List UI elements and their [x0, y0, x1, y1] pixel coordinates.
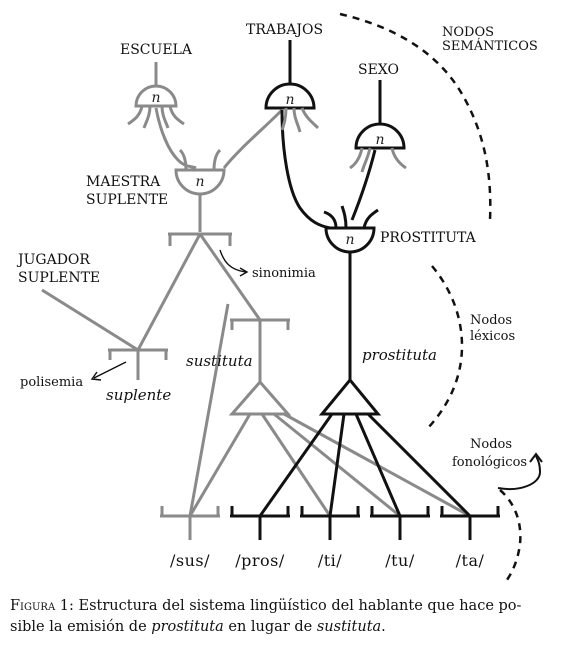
- label-polisemia: polisemia: [20, 375, 83, 390]
- node-trabajos: n: [264, 40, 320, 133]
- phon-node-sus: [160, 506, 220, 540]
- link-jugador-suplente: [41, 288, 139, 352]
- node-sexo-n: n: [375, 132, 384, 148]
- node-sexo: n: [349, 80, 407, 173]
- node-escuela: n: [127, 62, 185, 129]
- node-suplente: [108, 348, 168, 380]
- label-maestra-1: MAESTRA: [86, 174, 161, 190]
- label-jugador-1: JUGADOR: [16, 252, 90, 268]
- label-suplente: suplente: [106, 386, 171, 404]
- caption-text-1: Estructura del sistema lingüístico del h…: [73, 598, 522, 614]
- label-sustituta: sustituta: [186, 352, 253, 370]
- link-sexo-prostituta: [350, 149, 377, 221]
- node-maestra-suplente: n: [174, 148, 226, 232]
- node-prostituta-n: n: [345, 232, 354, 248]
- phon-node-ti: [300, 506, 360, 540]
- label-phon-tu: /tu/: [385, 551, 415, 570]
- phon-node-ta: [440, 506, 500, 540]
- caption-text-2a: sible la emisión de: [10, 619, 152, 635]
- dashed-lexical-level: [427, 265, 464, 429]
- label-phon-pros: /pros/: [235, 551, 285, 570]
- dashed-semantic-level: [339, 12, 492, 221]
- node-trabajos-n: n: [285, 92, 294, 108]
- arrow-polisemia-head: [90, 371, 102, 381]
- label-nodos-lexicos-1: Nodos: [470, 313, 512, 328]
- link-maestra-sustituta: [198, 233, 262, 321]
- label-prostituta: PROSTITUTA: [380, 230, 477, 246]
- link-prostituta-ta: [366, 412, 472, 518]
- link-trabajos-maestra: [222, 108, 284, 169]
- node-maestra-n: n: [195, 174, 204, 190]
- link-maestra-suplente: [136, 233, 202, 351]
- label-nodos-fonologicos-1: Nodos: [470, 437, 512, 452]
- link-sustituta-sus: [188, 413, 252, 517]
- figure-caption: Figura 1: Estructura del sistema lingüís…: [10, 596, 555, 638]
- label-escuela: ESCUELA: [120, 42, 193, 58]
- link-suplente-sus: [188, 303, 230, 517]
- caption-word-sustituta: sustituta: [316, 619, 382, 635]
- caption-label: Figura 1:: [10, 598, 74, 614]
- arrow-sinonimia-head: [239, 267, 249, 277]
- link-trabajos-prostituta: [280, 109, 331, 230]
- arrow-polisemia: [93, 361, 127, 379]
- link-prostituta-ti: [328, 413, 346, 517]
- link-escuela-maestra: [154, 107, 197, 170]
- label-phon-ti: /ti/: [318, 551, 342, 570]
- label-nodos-fonologicos-2: fonológicos: [452, 455, 527, 470]
- node-escuela-n: n: [151, 90, 160, 106]
- phon-node-tu: [370, 506, 430, 540]
- label-phon-ta: /ta/: [456, 551, 485, 570]
- node-sustituta: [228, 318, 292, 416]
- label-nodos-lexicos-2: léxicos: [470, 329, 515, 344]
- label-sexo: SEXO: [358, 62, 399, 78]
- label-jugador-2: SUPLENTE: [18, 270, 100, 286]
- caption-word-prostituta: prostituta: [151, 619, 224, 635]
- label-nodos-semanticos-2: SEMÁNTICOS: [442, 38, 538, 54]
- node-prostituta-lexical: [318, 377, 382, 416]
- phon-node-pros: [230, 506, 290, 540]
- link-prostituta-pros: [258, 413, 334, 517]
- arrow-phonological-head: [529, 452, 543, 463]
- label-trabajos: TRABAJOS: [246, 22, 323, 38]
- caption-text-2e: .: [381, 619, 386, 635]
- label-prostituta-lexical: prostituta: [362, 346, 437, 364]
- dashed-phonological-level: [499, 489, 522, 585]
- node-prostituta: n: [323, 205, 379, 380]
- linguistic-network-diagram: n ESCUELA n TRABAJOS n SEXO n MAESTRA SU…: [16, 12, 543, 585]
- label-nodos-semanticos-1: NODOS: [442, 25, 494, 40]
- link-prostituta-tu: [354, 413, 402, 517]
- label-sinonimia: sinonimia: [252, 266, 316, 281]
- arrow-sinonimia: [219, 249, 247, 273]
- caption-text-2c: en lugar de: [223, 619, 317, 635]
- arrow-phonological: [497, 455, 542, 490]
- label-maestra-2: SUPLENTE: [86, 192, 168, 208]
- label-phon-sus: /sus/: [170, 551, 210, 570]
